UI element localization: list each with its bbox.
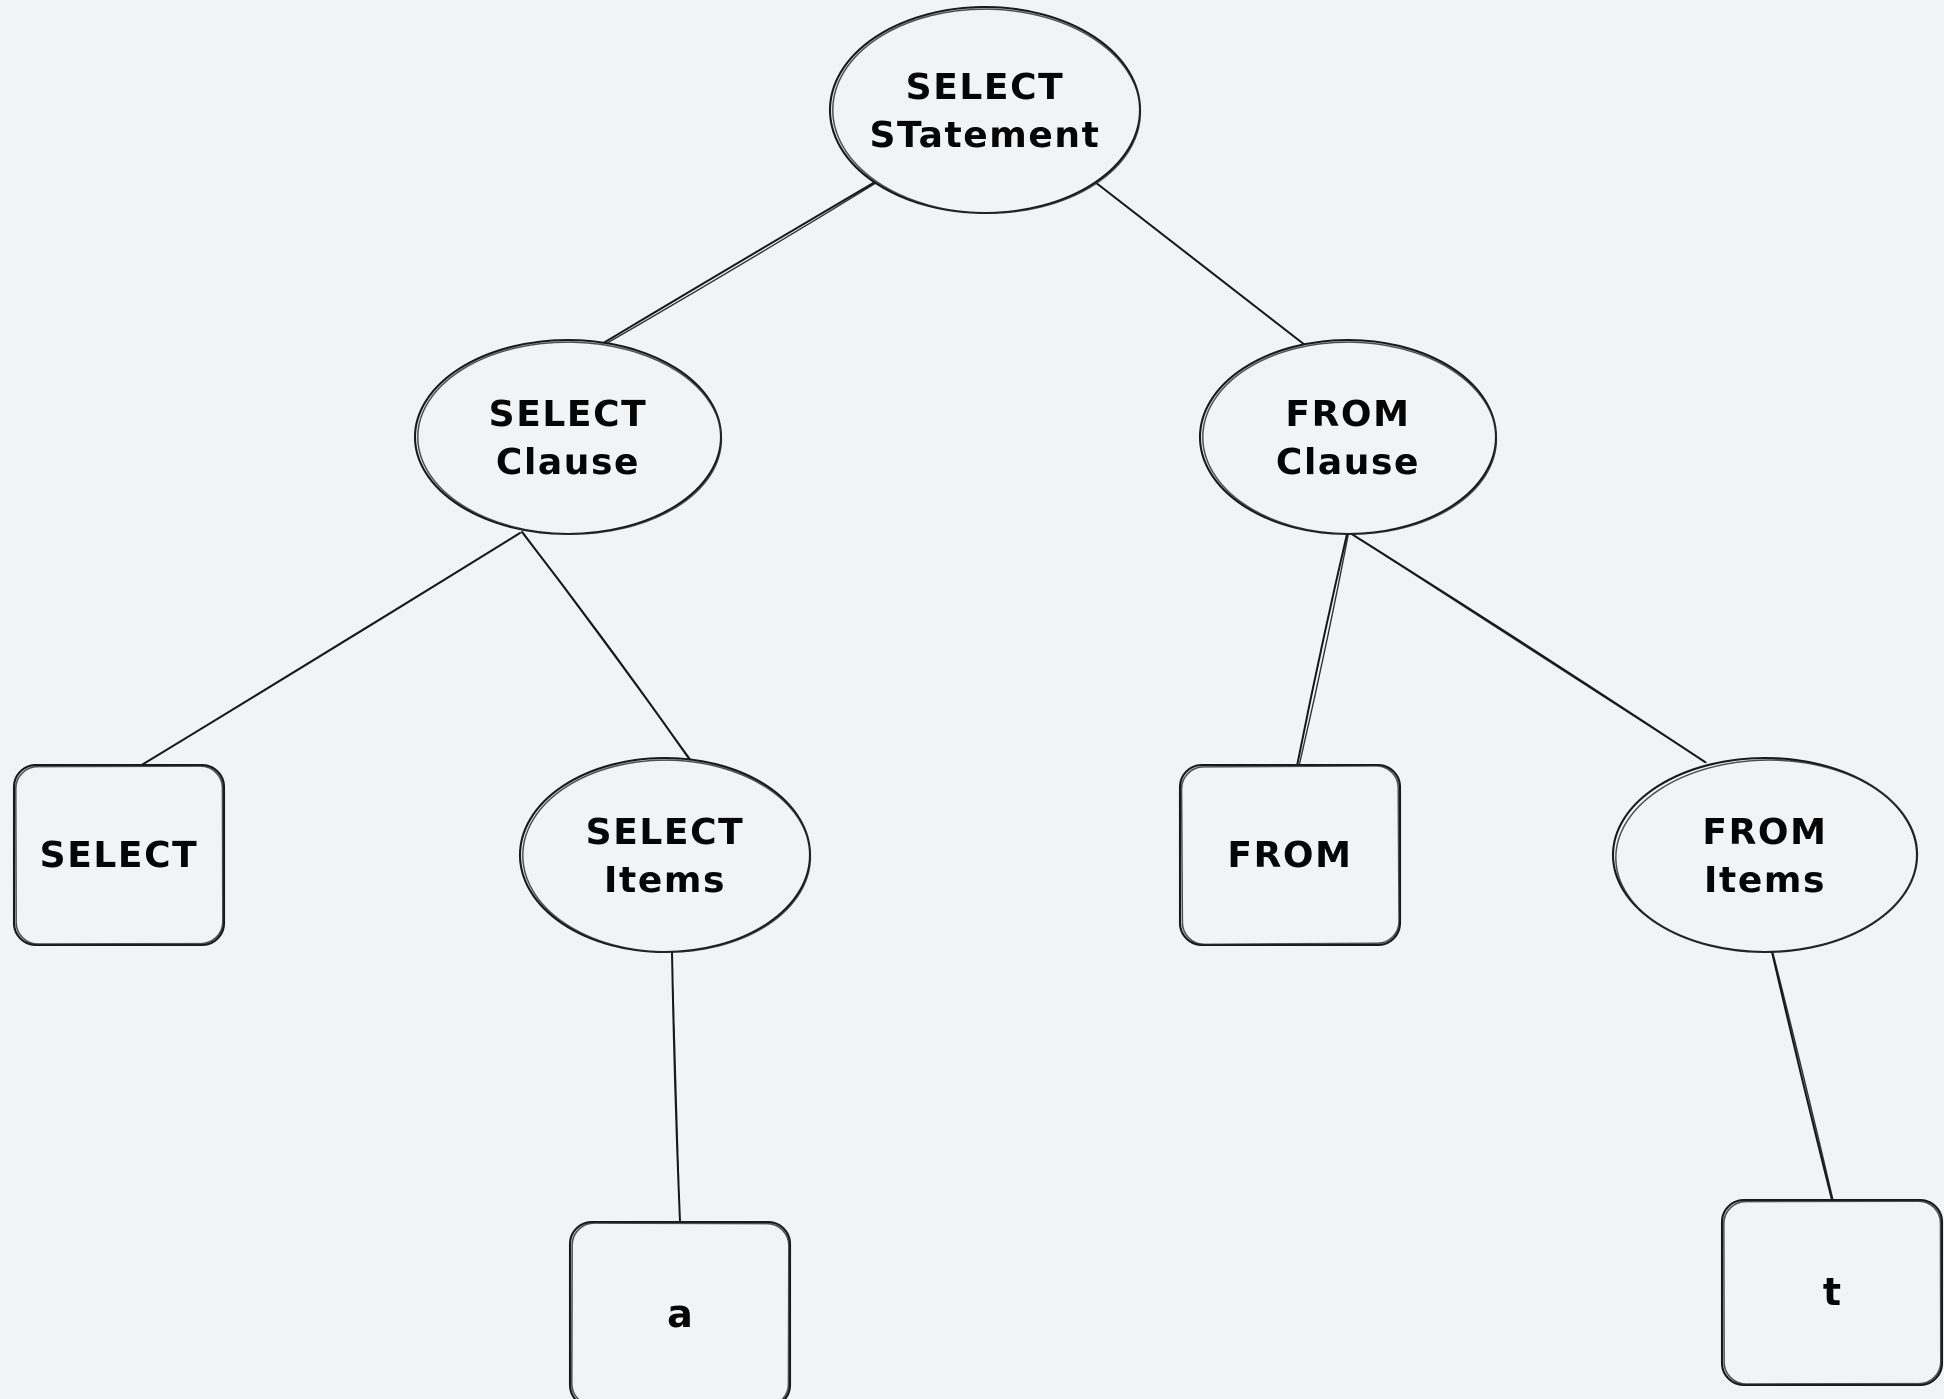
node-label-line2: Clause [1276,442,1420,483]
edge-select-items-a [671,951,681,1224]
node-label-line1: FROM [1227,835,1352,876]
node-label-line1: SELECT [489,394,648,435]
node-outline-sketch [832,8,1142,214]
node-from-clause[interactable]: FROM Clause [1198,338,1498,536]
node-terminal-from[interactable]: FROM [1178,763,1402,947]
node-outline [568,1220,792,1399]
nodes-layer: SELECTSTatementSELECTClauseFROMClauseSEL… [12,5,1944,1399]
node-terminal-a[interactable]: a [568,1220,792,1399]
node-outline [12,763,226,947]
edge-from-clause-items [1349,532,1707,764]
node-outline [1611,756,1919,954]
node-outline-sketch [15,765,224,945]
edge-select-clause-items [521,531,692,761]
node-terminal-t[interactable]: t [1720,1198,1944,1387]
node-from-items[interactable]: FROM Items [1611,756,1919,954]
node-label-line1: FROM [1702,812,1827,853]
node-label-line2: Items [604,860,726,901]
node-outline-sketch [522,759,812,953]
node-label-line1: SELECT [906,67,1065,108]
node-outline-sketch [571,1222,790,1399]
node-outline-sketch [1180,765,1400,946]
node-label-line1: SELECT [40,835,199,876]
node-label-line1: t [1823,1270,1841,1314]
node-label-line1: SELECT [586,812,745,853]
edge-from-items-t [1771,951,1834,1202]
node-outline-sketch [1615,759,1919,953]
node-select-items[interactable]: SELECT Items [518,756,812,954]
node-select-clause[interactable]: SELECT Clause [413,338,723,536]
edge-select-clause-terminal [139,532,521,767]
node-label-line1: a [667,1292,693,1336]
edges-layer [139,181,1834,1224]
node-select-statement[interactable]: SELECT STatement [828,5,1142,215]
edge-statement-select-clause [599,181,877,348]
node-label-line1: FROM [1285,394,1410,435]
node-label-line2: Clause [496,442,640,483]
edge-statement-from-clause [1094,181,1308,348]
node-outline-sketch [1202,341,1498,535]
node-terminal-select[interactable]: SELECT [12,763,226,947]
node-label-line2: STatement [870,115,1101,156]
node-outline-sketch [1723,1200,1942,1385]
node-label-line2: Items [1704,860,1826,901]
node-outline [1178,763,1402,947]
node-outline-sketch [417,341,723,535]
node-outline [1720,1198,1944,1387]
edge-from-clause-terminal [1296,533,1349,768]
